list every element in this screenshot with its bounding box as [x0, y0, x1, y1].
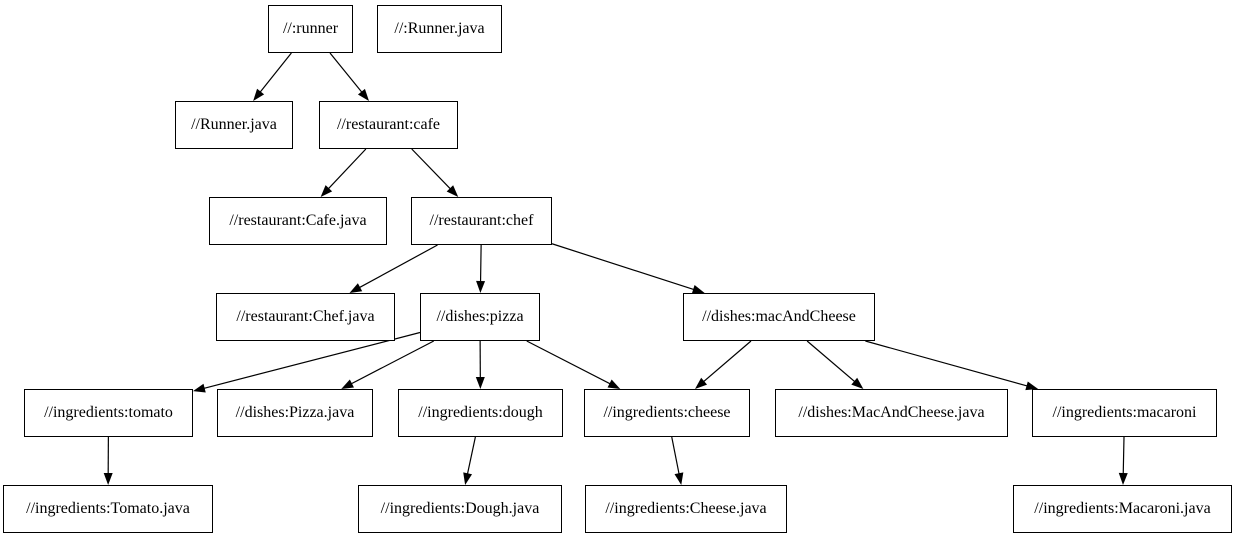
- graph-edge-dough-to-dough-java: [466, 436, 476, 476]
- graph-node-mac-and-cheese-java: //dishes:MacAndCheese.java: [775, 389, 1008, 437]
- graph-edge-chef-to-mac-and-cheese: [551, 243, 696, 291]
- graph-node-mac-and-cheese: //dishes:macAndCheese: [683, 293, 875, 341]
- graph-node-runner-java-file: //:Runner.java: [377, 5, 502, 53]
- graph-edge-cafe-to-chef: [411, 148, 452, 191]
- arrowhead-icon: [1118, 472, 1128, 485]
- graph-edge-cafe-to-cafe-java: [327, 148, 367, 191]
- graph-node-cafe: //restaurant:cafe: [319, 101, 458, 149]
- graph-node-macaroni-java: //ingredients:Macaroni.java: [1013, 485, 1232, 533]
- graph-edge-chef-to-chef-java: [357, 244, 438, 289]
- arrowhead-icon: [475, 376, 485, 389]
- arrowhead-icon: [463, 472, 473, 485]
- graph-node-chef-java: //restaurant:Chef.java: [216, 293, 395, 341]
- graph-node-cheese-java: //ingredients:Cheese.java: [585, 485, 787, 533]
- graph-node-tomato-java: //ingredients:Tomato.java: [3, 485, 213, 533]
- arrowhead-icon: [446, 185, 459, 197]
- graph-edge-macaroni-to-macaroni-java: [1122, 436, 1125, 476]
- arrowhead-icon: [691, 285, 705, 294]
- graph-edge-mac-and-cheese-to-mac-and-cheese-java: [806, 340, 857, 383]
- graph-edge-runner-to-cafe: [329, 52, 364, 94]
- graph-node-pizza-java: //dishes:Pizza.java: [217, 389, 373, 437]
- arrowhead-icon: [349, 283, 363, 293]
- arrowhead-icon: [193, 383, 206, 393]
- graph-node-runner-java-src: //Runner.java: [175, 101, 293, 149]
- graph-edge-runner-to-runner-java-src: [258, 52, 292, 94]
- graph-edge-pizza-to-pizza-java: [349, 340, 435, 385]
- arrowhead-icon: [607, 379, 621, 389]
- arrowhead-icon: [341, 379, 354, 389]
- graph-node-cheese: //ingredients:cheese: [584, 389, 750, 437]
- arrowhead-icon: [476, 280, 486, 293]
- arrowhead-icon: [357, 88, 369, 101]
- graph-node-pizza: //dishes:pizza: [420, 293, 540, 341]
- arrowhead-icon: [695, 377, 708, 389]
- arrowhead-icon: [253, 88, 265, 101]
- graph-edge-chef-to-pizza: [479, 244, 482, 284]
- arrowhead-icon: [674, 472, 684, 485]
- graph-node-dough-java: //ingredients:Dough.java: [358, 485, 562, 533]
- graph-edge-mac-and-cheese-to-macaroni: [865, 340, 1029, 387]
- graph-node-dough: //ingredients:dough: [398, 389, 563, 437]
- graph-node-runner: //:runner: [268, 5, 353, 53]
- graph-node-cafe-java: //restaurant:Cafe.java: [209, 197, 387, 245]
- graph-edge-pizza-to-tomato: [202, 331, 421, 390]
- arrowhead-icon: [1025, 381, 1039, 391]
- graph-edge-cheese-to-cheese-java: [671, 436, 680, 476]
- arrowhead-icon: [851, 377, 864, 389]
- graph-node-macaroni: //ingredients:macaroni: [1032, 389, 1217, 437]
- graph-node-chef: //restaurant:chef: [411, 197, 552, 245]
- arrowhead-icon: [103, 472, 113, 485]
- graph-edge-mac-and-cheese-to-cheese: [702, 340, 752, 383]
- graph-edge-pizza-to-cheese: [526, 340, 612, 385]
- arrowhead-icon: [320, 185, 333, 197]
- graph-node-tomato: //ingredients:tomato: [24, 389, 193, 437]
